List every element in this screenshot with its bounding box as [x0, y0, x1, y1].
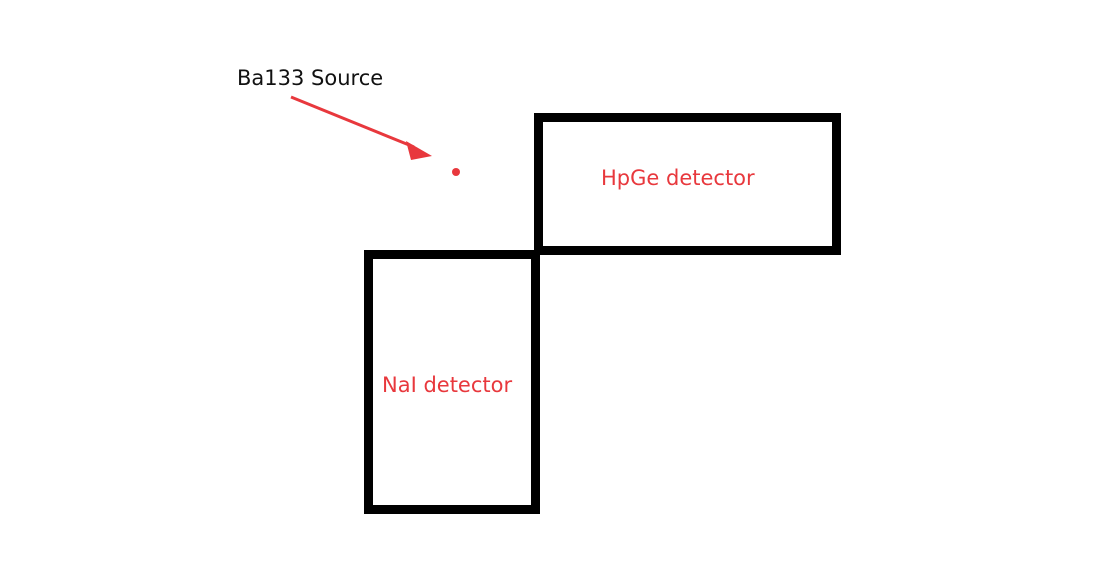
hpge-detector-label: HpGe detector	[601, 166, 755, 190]
ba133-source-label: Ba133 Source	[237, 66, 384, 90]
ba133-source-dot	[452, 168, 460, 176]
source-arrow-line	[290, 95, 415, 149]
hpge-detector-box	[534, 113, 841, 255]
source-arrow-head	[406, 141, 432, 160]
nai-detector-label: NaI detector	[382, 373, 513, 397]
nai-detector-box	[364, 250, 540, 514]
